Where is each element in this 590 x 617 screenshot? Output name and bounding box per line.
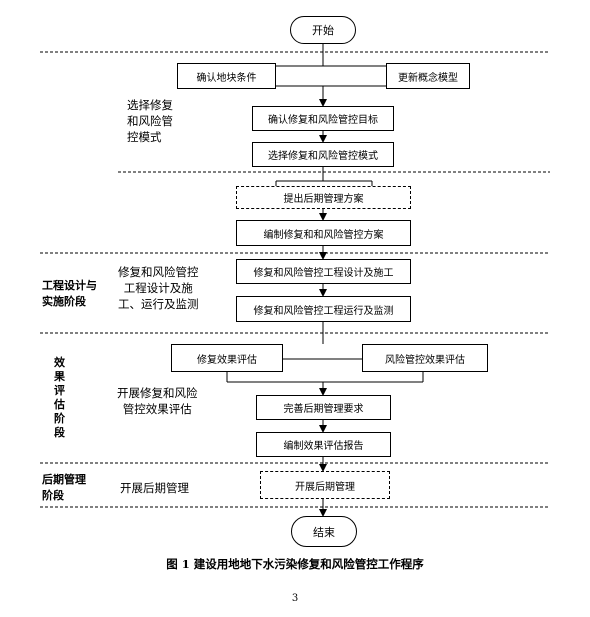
stage-label-char: 估 (54, 398, 65, 411)
stage-label-char: 段 (54, 426, 65, 439)
stage-label-char: 阶 (54, 412, 65, 425)
stage-label-char: 果 (54, 370, 65, 383)
propose-post-management-plan-box: 提出后期管理方案 (236, 186, 411, 209)
stage-label-line: 阶段 (42, 489, 64, 502)
page-number: 3 (291, 593, 299, 604)
end-node: 结束 (291, 516, 357, 547)
operation-monitoring-box: 修复和风险管控工程运行及监测 (236, 296, 411, 322)
stage-post-management: 后期管理 阶段 (42, 472, 86, 504)
confirm-site-conditions-box: 确认地块条件 (177, 63, 276, 89)
confirm-target-box: 确认修复和风险管控目标 (252, 106, 394, 131)
side-label-line: 修复和风险管控 (118, 265, 199, 279)
stage-label-line: 实施阶段 (42, 295, 86, 308)
side-label-line: 选择修复 (127, 98, 173, 112)
side-label-line: 和风险管 (127, 114, 173, 128)
side-label-implement: 修复和风险管控 工程设计及施 工、运行及监测 (118, 264, 199, 312)
start-node: 开始 (290, 16, 356, 44)
design-construction-box: 修复和风险管控工程设计及施工 (236, 259, 411, 284)
compile-plan-box: 编制修复和和风险管控方案 (236, 220, 411, 246)
post-management-box: 开展后期管理 (260, 471, 390, 499)
select-mode-box: 选择修复和风险管控模式 (252, 142, 394, 167)
stage-design-implementation: 工程设计与 实施阶段 (42, 278, 97, 310)
stage-label-char: 效 (54, 356, 65, 369)
stage-evaluation: 效 果 评 估 阶 段 (54, 356, 65, 440)
side-label-evaluate: 开展修复和风险 管控效果评估 (117, 385, 198, 417)
update-concept-model-box: 更新概念模型 (386, 63, 470, 89)
side-label-post: 开展后期管理 (120, 481, 189, 495)
stage-label-line: 后期管理 (42, 473, 86, 486)
figure-caption: 图 1 建设用地地下水污染修复和风险管控工作程序 (166, 557, 424, 571)
side-label-line: 开展修复和风险 (117, 386, 198, 400)
stage-label-char: 评 (54, 384, 65, 397)
repair-evaluation-box: 修复效果评估 (171, 344, 283, 372)
stage-label-line: 工程设计与 (42, 279, 97, 292)
side-label-line: 工程设计及施 (123, 281, 193, 295)
side-label-line: 工、运行及监测 (118, 297, 199, 311)
risk-evaluation-box: 风险管控效果评估 (362, 344, 488, 372)
side-label-select: 选择修复 和风险管 控模式 (127, 97, 173, 145)
improve-requirements-box: 完善后期管理要求 (256, 395, 391, 420)
side-label-line: 控模式 (127, 130, 162, 144)
evaluation-report-box: 编制效果评估报告 (256, 432, 391, 457)
side-label-line: 管控效果评估 (122, 402, 192, 416)
